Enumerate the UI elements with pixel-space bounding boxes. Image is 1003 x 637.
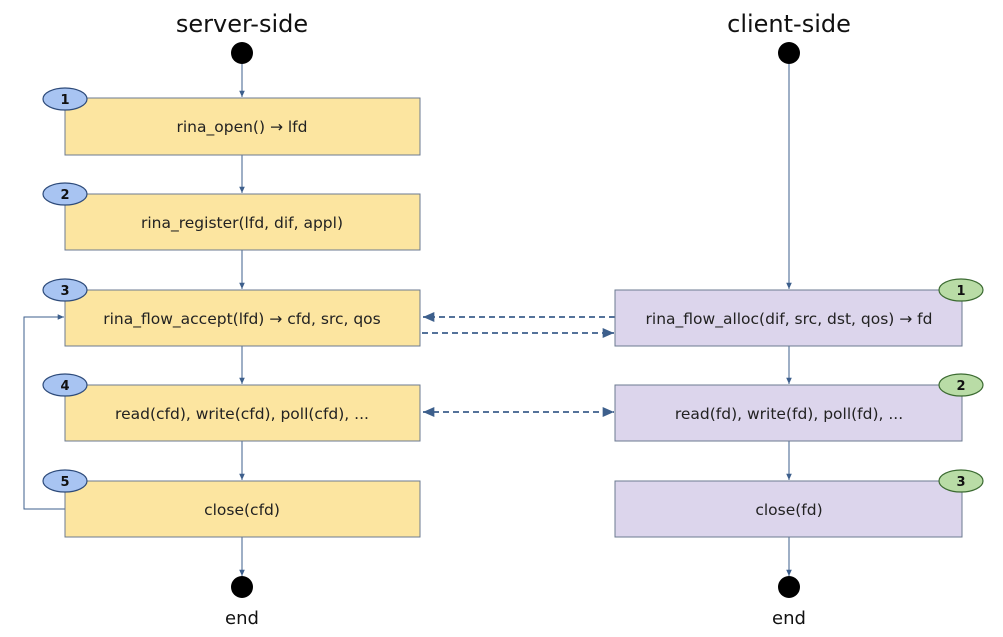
server-badge-1: 1	[42, 87, 88, 111]
server-side-title: server-side	[176, 10, 308, 38]
server-step-3: rina_flow_accept(lfd) → cfd, src, qos	[64, 289, 421, 347]
server-step-2: rina_register(lfd, dif, appl)	[64, 193, 421, 251]
client-step-1-label: rina_flow_alloc(dif, src, dst, qos) → fd	[646, 310, 933, 329]
client-end-node	[778, 576, 800, 598]
client-step-3: close(fd)	[614, 480, 963, 538]
server-start-node	[231, 42, 253, 64]
client-start-node	[778, 42, 800, 64]
server-badge-2-number: 2	[60, 188, 69, 203]
client-end-label: end	[772, 608, 806, 629]
server-loop-arrow	[23, 314, 65, 510]
client-step-2: read(fd), write(fd), poll(fd), ...	[614, 384, 963, 442]
server-badge-2: 2	[42, 182, 88, 206]
client-badge-3: 3	[938, 469, 984, 493]
server-badge-3-number: 3	[60, 284, 69, 299]
client-badge-1-number: 1	[956, 284, 965, 299]
server-step-3-label: rina_flow_accept(lfd) → cfd, src, qos	[103, 310, 381, 329]
server-badge-4-number: 4	[60, 379, 69, 394]
client-badge-2: 2	[938, 373, 984, 397]
server-badge-1-number: 1	[60, 93, 69, 108]
server-step-4-label: read(cfd), write(cfd), poll(cfd), ...	[115, 405, 369, 423]
server-step-5-label: close(cfd)	[204, 501, 280, 519]
server-step-1: rina_open() → lfd	[64, 97, 421, 156]
client-side-title: client-side	[727, 10, 851, 38]
server-end-node	[231, 576, 253, 598]
client-badge-2-number: 2	[956, 379, 965, 394]
client-badge-3-number: 3	[956, 475, 965, 490]
server-end-label: end	[225, 608, 259, 629]
server-badge-5-number: 5	[60, 475, 69, 490]
server-step-1-label: rina_open() → lfd	[177, 118, 308, 137]
client-badge-1: 1	[938, 278, 984, 302]
client-step-2-label: read(fd), write(fd), poll(fd), ...	[675, 405, 903, 423]
server-badge-3: 3	[42, 278, 88, 302]
client-step-1: rina_flow_alloc(dif, src, dst, qos) → fd	[614, 289, 963, 347]
server-step-5: close(cfd)	[64, 480, 421, 538]
server-step-2-label: rina_register(lfd, dif, appl)	[141, 214, 343, 233]
server-badge-4: 4	[42, 373, 88, 397]
client-step-3-label: close(fd)	[755, 501, 822, 519]
server-badge-5: 5	[42, 469, 88, 493]
server-step-4: read(cfd), write(cfd), poll(cfd), ...	[64, 384, 421, 442]
